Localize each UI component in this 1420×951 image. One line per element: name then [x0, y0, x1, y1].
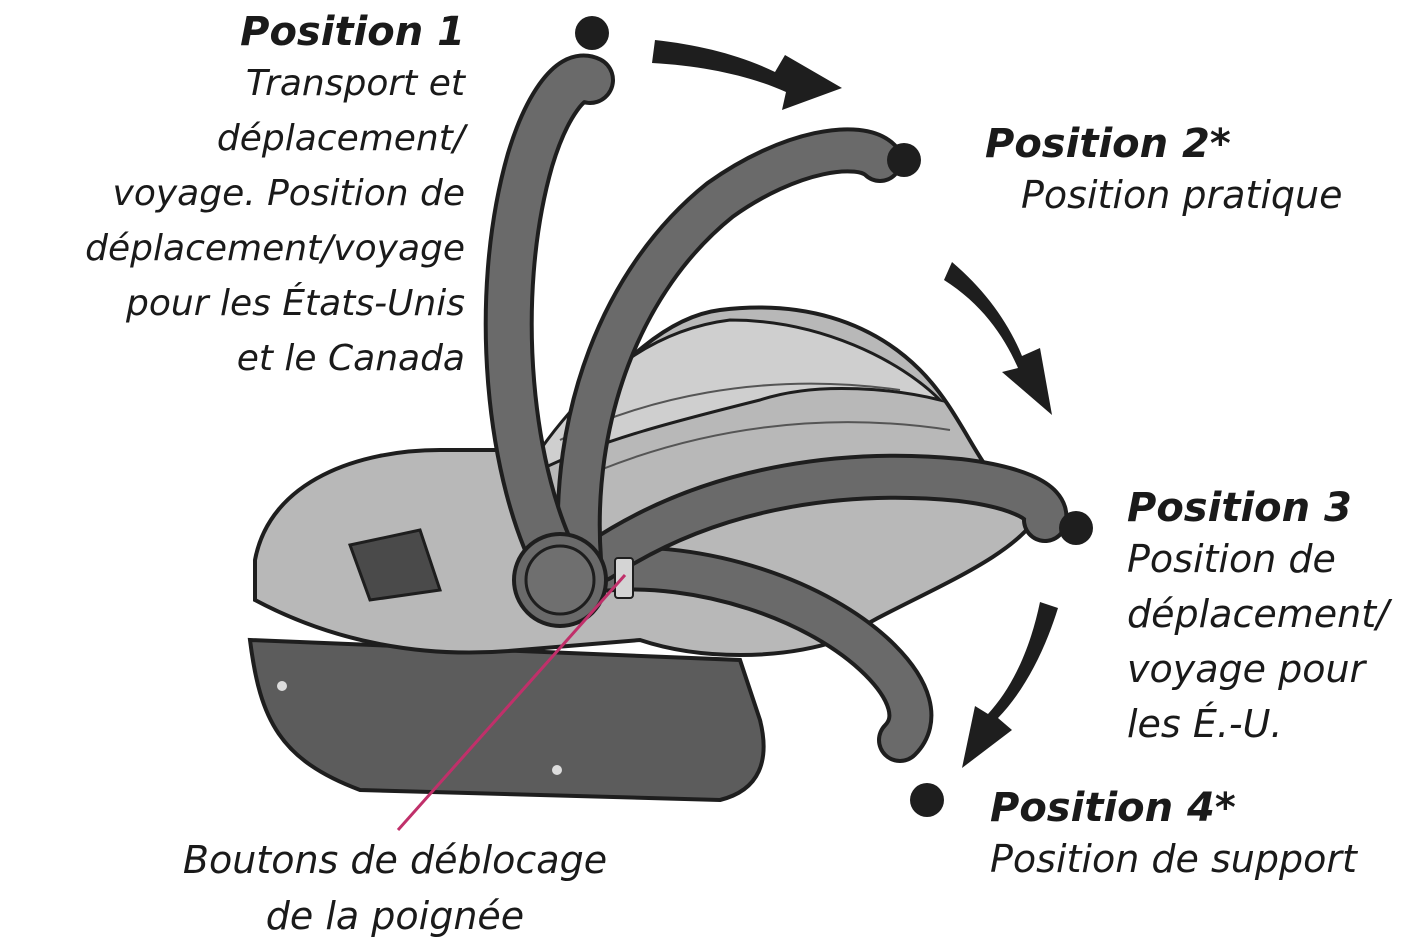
belt-guide	[348, 528, 442, 602]
position-dot-icon	[575, 16, 609, 50]
canopy-stitch	[599, 421, 951, 471]
release-button-pointer	[396, 574, 627, 831]
rotation-arrow-icon	[652, 40, 842, 110]
rotation-arrow-icon	[944, 262, 1052, 415]
position-1-description: Transport et déplacement/ voyage. Positi…	[85, 63, 465, 379]
base-rivet	[277, 681, 287, 691]
position-4-label: Position 4* Position de support	[990, 784, 1357, 887]
position-dot-icon	[887, 143, 921, 177]
position-dot-icon	[910, 783, 944, 817]
position-1-title: Position 1	[240, 9, 465, 55]
position-2-label: Position 2* Position pratique	[985, 120, 1342, 223]
rotation-arrow-icon	[962, 602, 1058, 768]
position-2-description: Position pratique	[1021, 173, 1343, 217]
base-rivet	[552, 765, 562, 775]
canopy	[538, 318, 945, 473]
position-4-title: Position 4*	[990, 785, 1236, 831]
position-2-title: Position 2*	[985, 121, 1231, 167]
position-1-label: Position 1 Transport et déplacement/ voy…	[85, 8, 465, 386]
position-4-description: Position de support	[990, 837, 1357, 881]
handle-release-buttons-label: Boutons de déblocage de la poignée	[165, 832, 625, 944]
position-3-title: Position 3	[1127, 485, 1352, 531]
handle-release-buttons-text: Boutons de déblocage de la poignée	[182, 838, 608, 938]
seat-base	[247, 637, 766, 803]
position-3-description: Position de déplacement/ voyage pour les…	[1127, 537, 1389, 746]
position-dot-icon	[1059, 511, 1093, 545]
position-3-label: Position 3 Position de déplacement/ voya…	[1127, 484, 1389, 752]
